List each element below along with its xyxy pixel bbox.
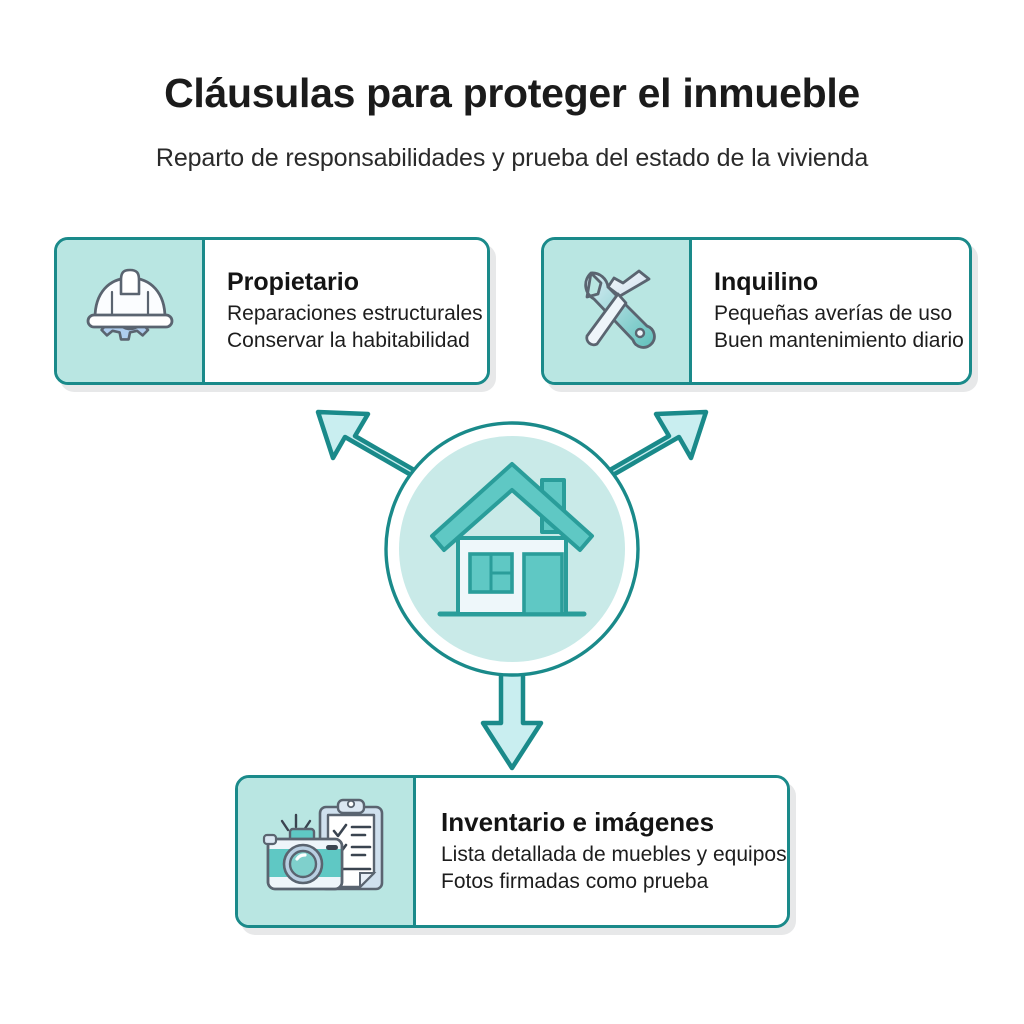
card-inquilino[interactable]: Inquilino Pequeñas averías de uso Buen m…	[541, 237, 972, 385]
card-inventario[interactable]: Inventario e imágenes Lista detallada de…	[235, 775, 790, 928]
hard-hat-gear-icon	[86, 268, 173, 341]
card-body: Inquilino Pequeñas averías de uso Buen m…	[692, 240, 969, 382]
card-icon-panel	[238, 778, 416, 925]
card-title: Inquilino	[714, 267, 819, 296]
camera-clipboard-icon	[262, 798, 383, 890]
card-line-2: Conservar la habitabilidad	[227, 329, 470, 352]
arrow-hub-to-inventory	[480, 661, 544, 771]
hub-house	[372, 420, 652, 678]
card-icon-panel	[544, 240, 692, 382]
page-subtitle: Reparto de responsabilidades y prueba de…	[155, 144, 869, 172]
wrench-hammer-icon	[583, 269, 656, 349]
card-line-2: Fotos firmadas como prueba	[441, 870, 709, 894]
card-line-1: Reparaciones estructurales	[227, 301, 483, 325]
page-title: Cláusulas para proteger el inmueble	[164, 70, 860, 116]
house-icon	[430, 462, 594, 617]
card-body: Propietario Reparaciones estructurales C…	[205, 240, 487, 382]
card-propietario[interactable]: Propietario Reparaciones estructurales C…	[54, 237, 490, 385]
card-title: Inventario e imágenes	[441, 806, 715, 837]
card-body: Inventario e imágenes Lista detallada de…	[416, 778, 787, 925]
card-icon-panel	[57, 240, 205, 382]
card-line-2: Buen mantenimiento diario	[714, 329, 964, 352]
card-title: Propietario	[227, 267, 359, 296]
card-line-1: Lista detallada de muebles y equipos	[441, 842, 787, 866]
card-line-1: Pequeñas averías de uso	[714, 301, 953, 325]
